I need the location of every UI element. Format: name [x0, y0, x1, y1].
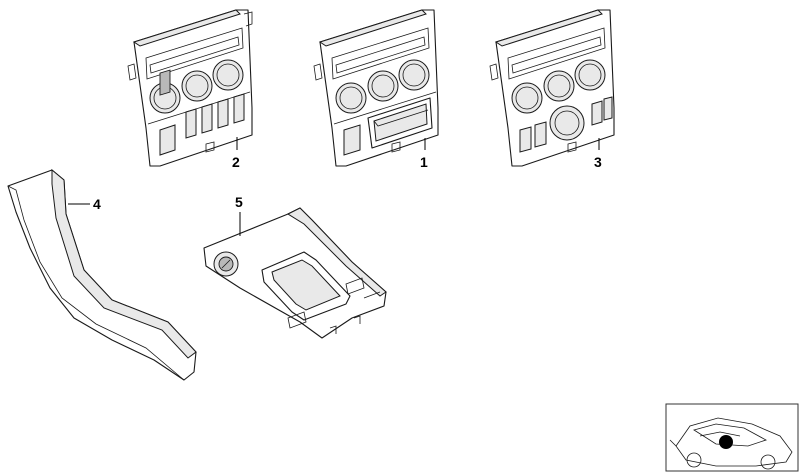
callout-label-3: 3: [594, 154, 602, 170]
car-locator-icon: [665, 403, 799, 472]
part-2-console-panel[interactable]: [127, 9, 253, 167]
callout-label-5: 5: [235, 194, 243, 210]
part-5-shifter-surround[interactable]: [203, 207, 387, 339]
callout-label-4: 4: [93, 196, 101, 212]
callout-label-1: 1: [420, 154, 428, 170]
part-1-console-panel-tray[interactable]: [313, 9, 439, 167]
callout-label-2: 2: [232, 154, 240, 170]
part-4-side-trim-strip[interactable]: [7, 168, 197, 381]
part-3-console-panel[interactable]: [489, 9, 615, 167]
